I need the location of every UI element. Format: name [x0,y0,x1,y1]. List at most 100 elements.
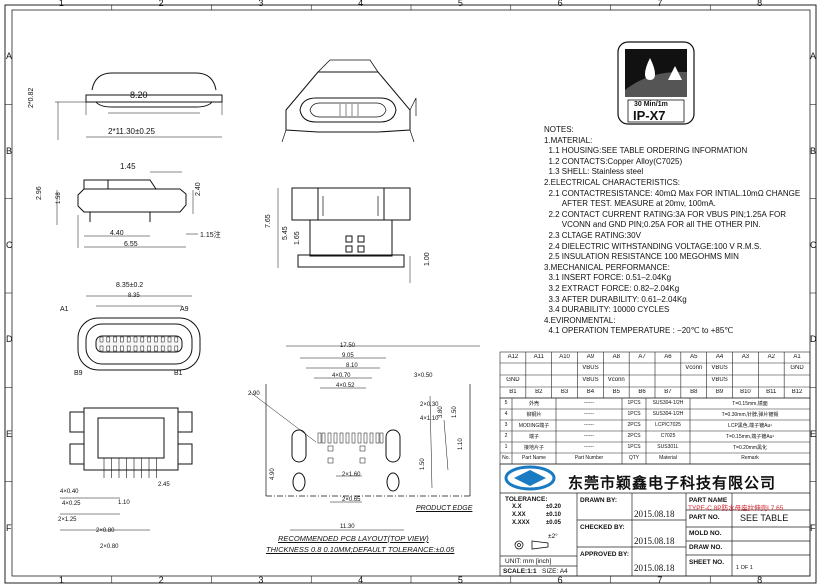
tol-value-2: ±0.05 [546,520,561,526]
bom-cell: C7025 [660,433,676,439]
frame-row-right-D: D [810,334,817,345]
bom-cell: T=0.15mm,端子镀Au¹ [725,434,775,440]
frame-col-4: 4 [358,0,364,8]
bom-cell: ------ [584,433,594,439]
bom-cell: LCP黑色,端子镀Au¹ [728,423,772,429]
frame-row-right-B: B [810,145,817,156]
frame-row-right-F: F [810,522,816,533]
pin-cell-top-labels: A6 [664,354,672,360]
pcb-pad-3 [333,432,338,444]
dim-front-view-0: 7.65 [265,214,272,228]
frame-row-C: C [6,239,13,250]
tol-value-1: ±0.10 [546,512,561,518]
frame-col-bottom-1: 1 [58,575,64,585]
pin-bottom-8 [154,345,158,352]
dim-pin-view-2: A1 [60,306,69,313]
pin-cell-bot-labels: B7 [664,389,672,395]
bom-cell: LCP/C7025 [655,422,681,428]
frame-row-right-A: A [810,51,817,62]
bom-header-cell: Remark [741,455,759,461]
pin-top-10 [167,336,172,343]
note-line: 3.3 AFTER DURABILITY: 0.61–2.04Kg [544,294,687,304]
dim-pcb-15: 1.50 [420,458,426,470]
pin-cell-bot-labels: B11 [766,389,777,395]
dim-side-view-6: 1.15注 [200,232,221,239]
pin-bottom-5 [133,345,138,352]
isometric-view [281,59,417,143]
note-line: 2.2 CONTACT CURRENT RATING:3A FOR VBUS P… [544,209,786,219]
note-line: 3.4 DURABILITY: 10000 CYCLES [544,305,670,315]
pcb-pad-aux-3 [359,457,366,464]
dim-side-view-2: 1.58 [56,192,62,204]
bom-cell: 接地片子 [523,445,544,451]
dim-pcb-13: 1.50 [452,406,458,418]
pcb-pad-9 [369,432,374,444]
bom-header-cell: QTY [628,455,640,461]
bom-cell: T=0.30mm,针脖,弹片镀锡 [721,412,779,418]
note-line: AFTER TEST. MEASURE at 20mv, 100mA. [544,199,716,209]
pin-cell-top-labels: A12 [507,354,519,360]
pin-cell-bot-labels: B5 [612,389,620,395]
pin-bottom-1 [106,345,111,352]
pcb-pad-1 [321,432,326,444]
pin-cell-bot-labels: B9 [715,389,724,395]
pin-cell-top-labels: A9 [586,354,595,360]
pin-cell-top-labels: A11 [533,354,544,360]
company-name: 东莞市颖鑫电子科技有限公司 [568,475,777,492]
pin-cell-top-labels: A3 [741,354,750,360]
pcb-pad-aux-0 [327,445,334,452]
dim-top-view-1: 2*11.30±0.25 [108,127,155,136]
pin-cell-top-labels: A2 [767,354,775,360]
pcb-pad-4 [339,432,344,444]
sheet-no-value: 1 OF 1 [736,565,753,571]
note-line: 3.1 INSERT FORCE: 0.51–2.04Kg [544,273,672,283]
note-line: 2.5 INSULATION RESISTANCE 100 MEGOHMS MI… [544,252,739,262]
frame-row-right-C: C [810,239,817,250]
frame-col-5: 5 [457,0,463,8]
pin-bottom-3 [120,345,124,352]
tolerance-label: TOLERANCE: [505,496,548,503]
pin-top-11 [174,336,179,343]
bom-cell: MODING端子 [518,423,550,429]
approved-by-label: APPROVED BY: [580,551,629,558]
bom-cell: T=0.20mm黑化 [732,445,768,451]
bom-cell: 5 [504,400,508,406]
pin-bottom-11 [174,345,179,352]
frame-col-1: 1 [58,0,64,8]
pin-bottom-9 [160,345,165,352]
part-name-value: TYPE-C 8P防水母座拉伸壳L7.65 [688,505,784,512]
dim-pcb-10: 2×1.60 [342,472,361,478]
pin-cell-top-signals: GND [790,365,804,371]
frame-col-bottom-6: 6 [557,575,563,585]
bom-cell: ------ [584,422,594,428]
pcb-layout [249,345,480,531]
frame-col-bottom-2: 2 [158,575,164,585]
bom-cell: 1PCS [627,444,641,450]
pin-cell-top-labels: A10 [559,354,570,360]
bom-cell: SUS304-1/2H [652,411,684,417]
dim-bottom-view-5: 2.45 [158,482,170,488]
top-view [55,72,223,140]
ip-badge [617,41,695,125]
pin-top-8 [154,336,158,343]
dim-pcb-3: 4×0.70 [332,373,351,379]
company-logo-icon [504,465,556,491]
frame-col-2: 2 [158,0,164,8]
bom-cell: 2PCS [627,433,641,439]
pin-top-3 [120,336,124,343]
frame-row-A: A [6,51,13,62]
pin-bottom-4 [126,345,131,352]
pin-cell-bot-labels: B4 [586,389,595,395]
sheet-border [4,4,817,584]
pin-cell-bot-labels: B10 [740,389,751,395]
dim-bottom-view-2: 2×1.25 [58,517,77,523]
bom-cell: 外壳 [528,401,539,407]
drawn-date: 2015.08.18 [634,509,675,519]
bom-cell: 4 [504,411,508,417]
pcb-pad-11 [379,432,384,444]
dim-side-view-4: 4.40 [110,230,124,237]
pin-top-0 [99,336,104,343]
frame-col-bottom-8: 8 [757,575,763,585]
dim-pcb-6: 3×0.50 [414,373,433,379]
